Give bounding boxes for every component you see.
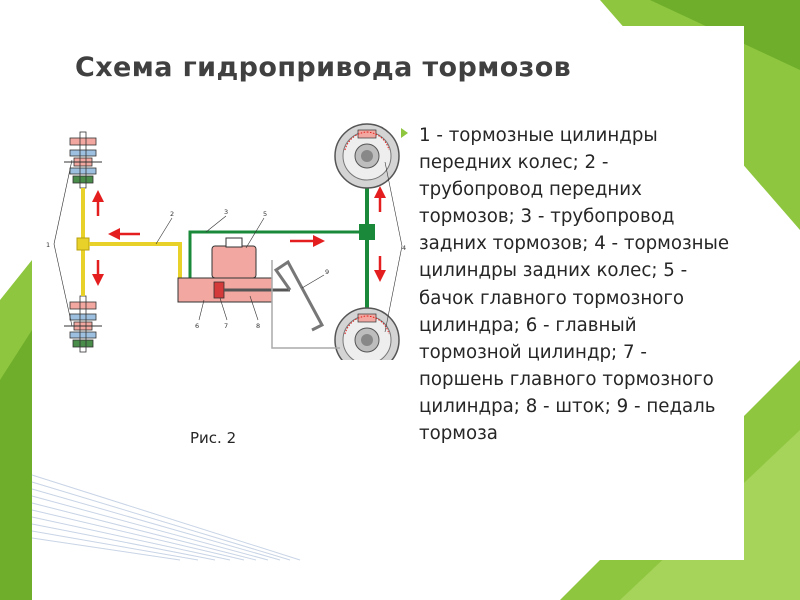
brake-pedal [271,259,340,349]
diagram-label-7: 7 [224,322,228,330]
slide-content-panel [32,26,744,560]
front-brake-cylinder-bottom [64,295,102,353]
bg-green-shape-left-dark [0,330,32,600]
rear-brake-pipeline [188,168,375,310]
brake-hydraulic-diagram: 1 2 3 5 4 6 7 8 9 [46,123,406,360]
diagram-label-9: 9 [325,268,329,276]
bullet-arrow-icon [401,128,408,138]
rear-wheel-bottom [334,307,400,360]
diagram-label-6: 6 [195,322,199,330]
master-brake-cylinder [177,277,290,303]
front-brake-cylinder-top [64,131,102,189]
front-brake-pipeline [76,188,182,296]
diagram-label-3: 3 [224,208,228,216]
legend-text: 1 - тормозные цилиндры передних колес; 2… [419,125,730,445]
diagram-label-1: 1 [46,241,50,249]
diagram-label-8: 8 [256,322,260,330]
diagram-label-2: 2 [170,210,174,218]
label-leader-lines [53,159,403,333]
rear-wheel-top [334,123,400,189]
diagram-label-5: 5 [263,210,267,218]
figure-caption: Рис. 2 [190,429,237,447]
slide-title: Схема гидропривода тормозов [75,52,572,83]
diagram-label-4: 4 [402,244,406,252]
pressure-direction-arrows [92,186,386,286]
brake-fluid-reservoir [211,237,257,279]
